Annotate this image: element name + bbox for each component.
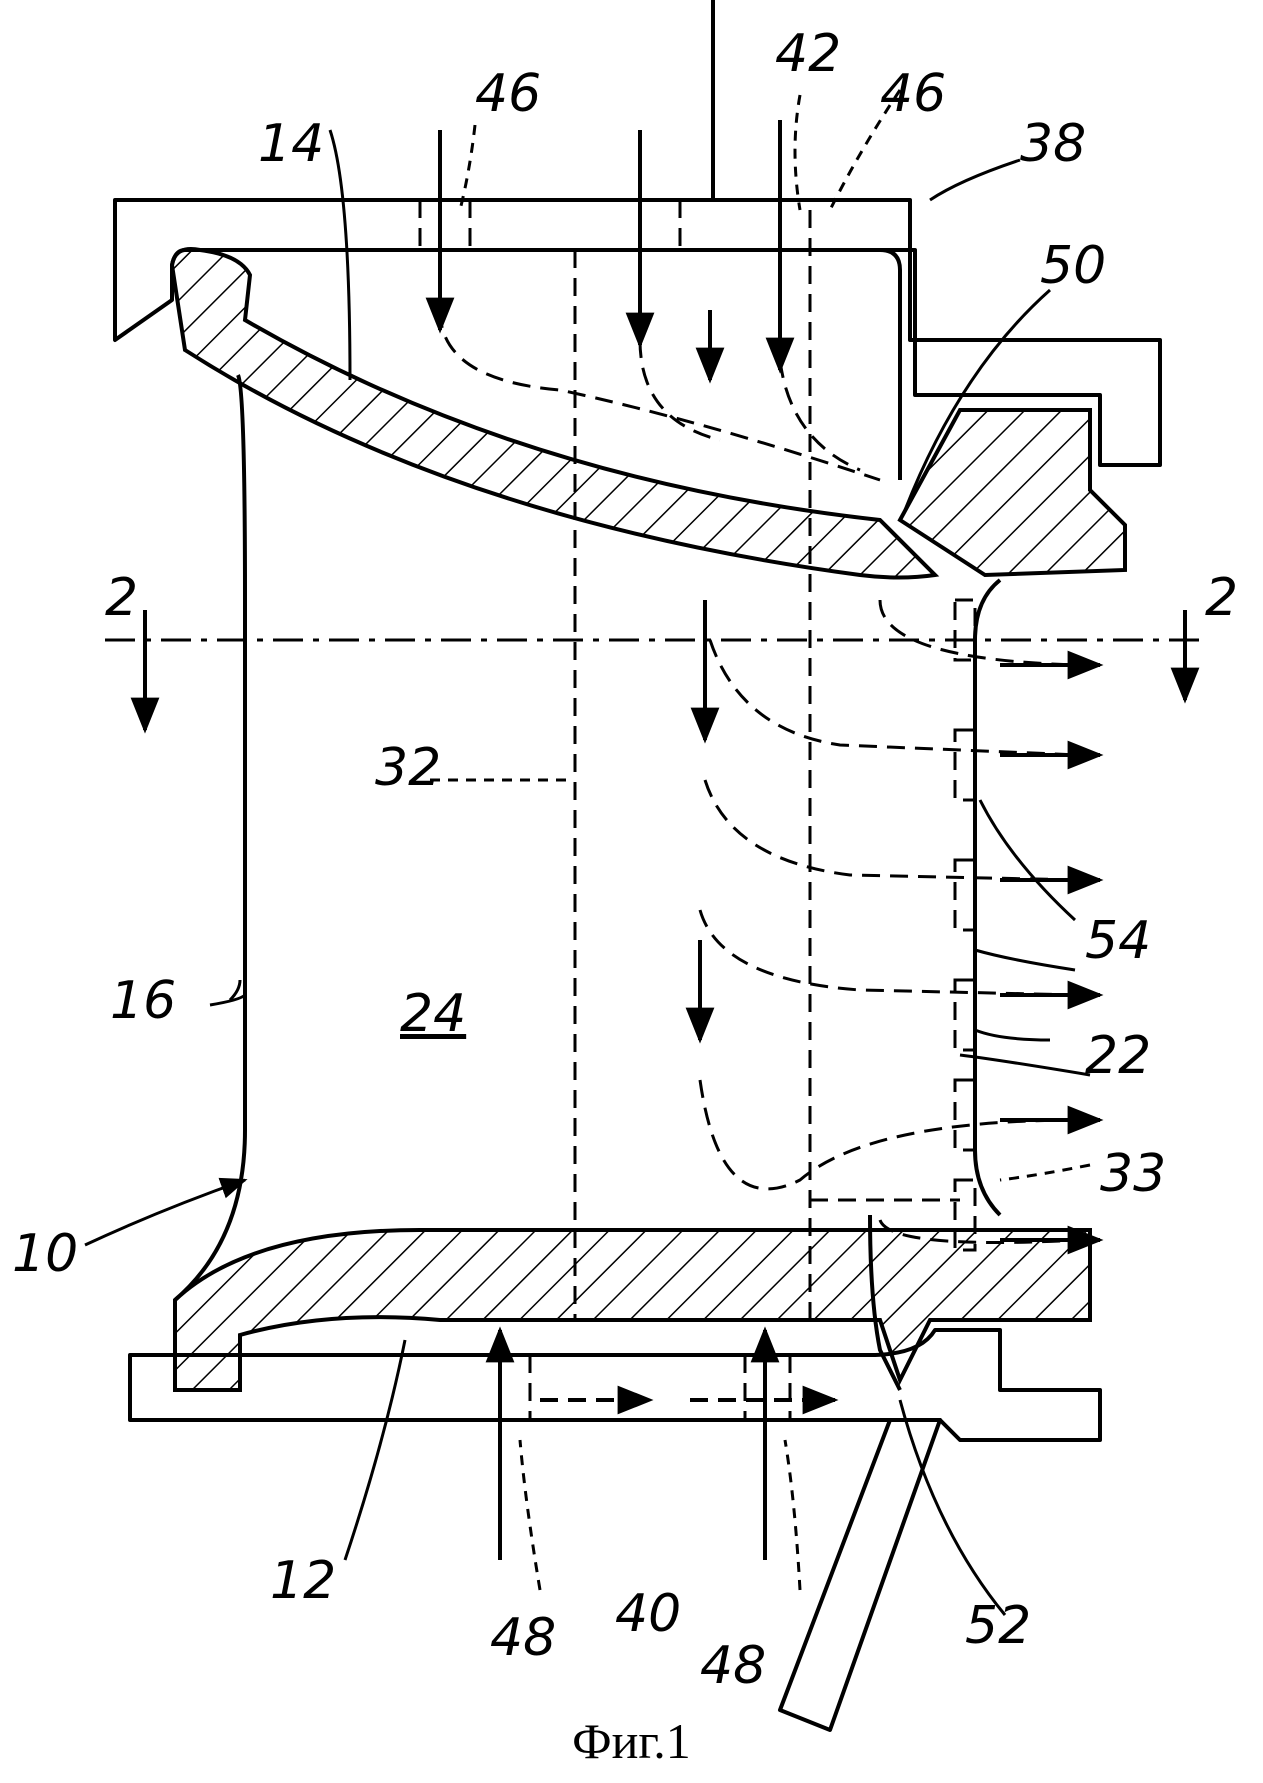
label-14: 14 [258,118,324,170]
figure-caption: Фиг.1 [0,1712,1263,1770]
outer-wall-section-14 [172,249,935,578]
label-50: 50 [1040,240,1106,292]
label-33: 33 [1100,1148,1166,1200]
vane-leading-edge [175,375,245,1300]
section-mark-left: 2 [105,572,138,624]
label-52: 52 [965,1600,1031,1652]
inner-casing-40 [130,1330,1100,1440]
label-46-right: 46 [880,68,946,120]
duct-leg [780,1420,940,1730]
label-10: 10 [12,1228,78,1280]
label-38: 38 [1020,118,1086,170]
label-54: 54 [1085,915,1151,967]
label-40: 40 [615,1588,681,1640]
section-mark-right: 2 [1205,572,1238,624]
label-46-left: 46 [475,68,541,120]
vane-trailing-edge [975,580,1000,1215]
label-22: 22 [1085,1030,1151,1082]
label-42: 42 [775,28,841,80]
label-32: 32 [375,742,441,794]
label-48-left: 48 [490,1612,556,1664]
outer-flange-section [900,410,1125,575]
label-48-right: 48 [700,1640,766,1692]
inner-wall-section-12 [175,1230,1090,1390]
label-12: 12 [270,1555,336,1607]
label-24: 24 [400,988,466,1040]
label-16: 16 [110,975,176,1027]
